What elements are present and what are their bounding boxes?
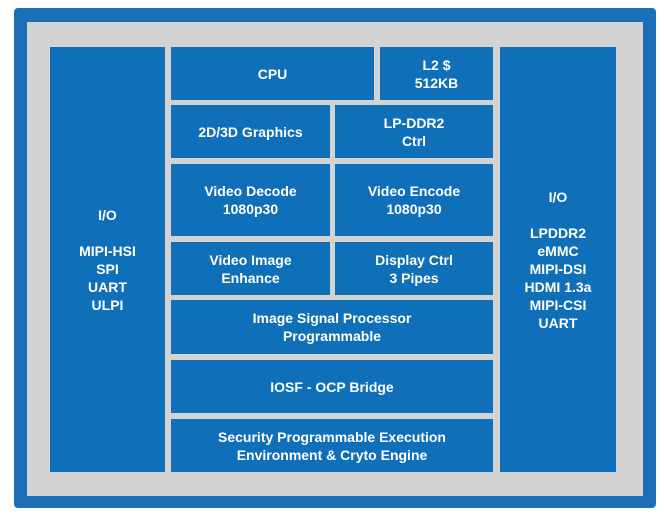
lpddr2-ctrl-label: LP-DDR2 [383,114,445,131]
right-io-item: eMMC [537,242,579,259]
security-engine-sub: Environment & Cryto Engine [236,446,428,463]
left-io-item: MIPI-HSI [79,242,136,259]
video-decode-res: 1080p30 [222,201,279,217]
left-io-item: UART [88,278,127,295]
video-encode-label: Video Encode [367,183,461,199]
lpddr2-ctrl-sub: Ctrl [401,132,427,149]
right-io-item: UART [538,314,578,331]
right-io-item: HDMI 1.3a [524,278,592,295]
video-image-block: Video Image Enhance [171,242,330,295]
right-io-item: MIPI-DSI [529,260,587,277]
video-encode-res: 1080p30 [386,201,442,217]
display-ctrl-block: Display Ctrl 3 Pipes [335,242,493,295]
isp-sub: Programmable [282,328,382,344]
right-io-block: I/O LPDDR2 eMMC MIPI-DSI HDMI 1.3a MIPI-… [500,47,616,472]
graphics-label: 2D/3D Graphics [198,123,303,140]
right-io-title: I/O [548,188,568,205]
video-decode-block: Video Decode 1080p30 [171,164,330,236]
cpu-block: CPU [171,47,374,100]
left-io-title: I/O [98,206,117,223]
video-encode-block: Video Encode 1080p30 [335,164,493,236]
iosf-bridge-block: IOSF - OCP Bridge [171,360,493,413]
left-io-item: ULPI [91,296,124,313]
l2-cache-label: L2 $ [422,56,451,73]
left-io-item: SPI [96,260,119,277]
l2-cache-size: 512KB [414,74,459,91]
left-io-block: I/O MIPI-HSI SPI UART ULPI [50,47,165,472]
security-engine-block: Security Programmable Execution Environm… [171,419,493,472]
video-image-sub: Enhance [221,269,280,286]
isp-block: Image Signal Processor Programmable [171,300,493,354]
display-ctrl-label: Display Ctrl [375,251,453,268]
l2-cache-block: L2 $ 512KB [380,47,493,100]
cpu-label: CPU [257,65,288,82]
right-io-item: LPDDR2 [529,224,586,241]
lpddr2-ctrl-block: LP-DDR2 Ctrl [335,105,493,158]
security-engine-label: Security Programmable Execution [218,428,446,445]
video-decode-label: Video Decode [204,183,297,199]
right-io-item: MIPI-CSI [529,296,587,313]
graphics-block: 2D/3D Graphics [171,105,330,158]
isp-label: Image Signal Processor [252,310,412,326]
video-image-label: Video Image [209,251,292,268]
iosf-bridge-label: IOSF - OCP Bridge [270,378,394,395]
display-ctrl-sub: 3 Pipes [389,269,439,286]
